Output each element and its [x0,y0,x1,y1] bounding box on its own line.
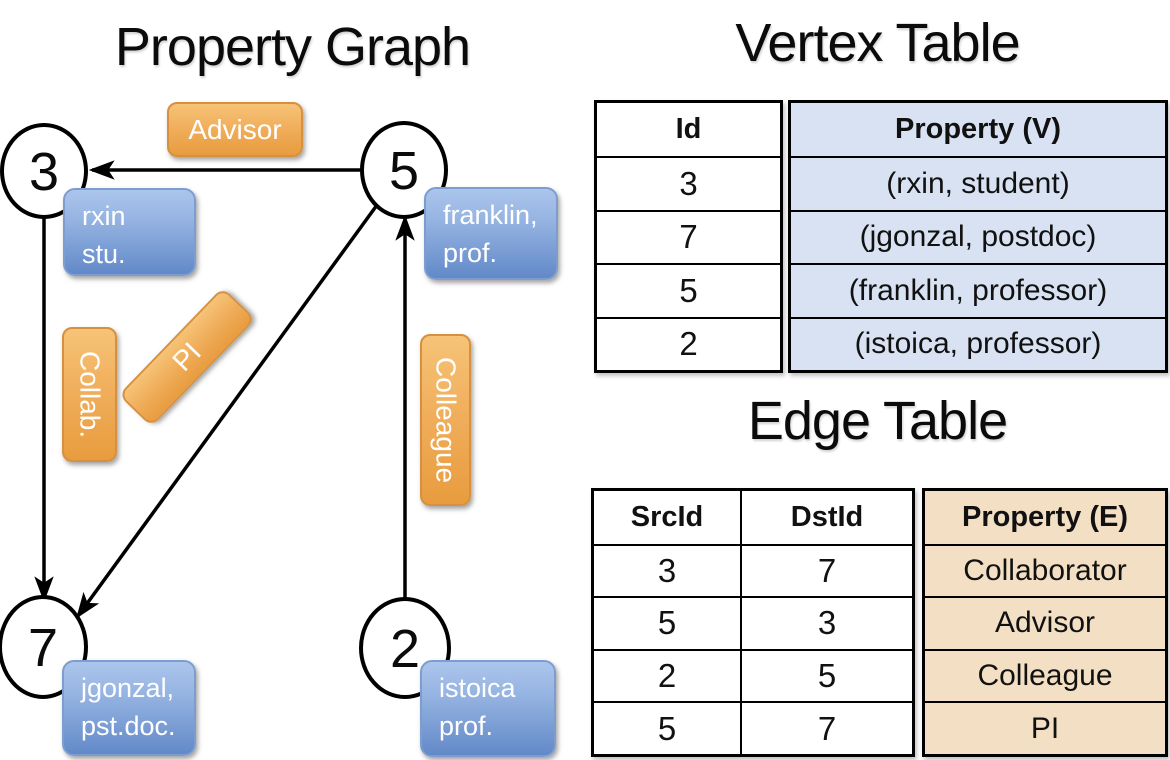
vertex-table-id-cell: 5 [597,263,780,316]
edge-table-header-dstid: DstId [790,500,864,533]
vertex-property-line: istoica [439,673,516,703]
vertex-property-line: prof. [443,238,498,269]
edge-table-dst-cell: 7 [742,543,912,597]
vertex-table-id-cell: 7 [597,209,780,263]
vertex-property-box-3: rxin stu. [63,188,196,276]
vertex-table-header-id: Id [675,113,702,146]
edge-table-header-property: Property (E) [962,500,1128,533]
edge-label-pi-text: PI [166,336,207,377]
vertex-property-line: jgonzal, [81,673,175,703]
edge-table-dst-cell: 7 [742,701,912,754]
vertex-table-property-cell: (franklin, professor) [791,263,1165,316]
edge-table-dst-cell: 3 [742,596,912,649]
vertex-id-7: 7 [28,618,58,678]
vertex-table-id-cell: 3 [597,156,780,209]
vertex-table-property-column: Property (V) (rxin, student) (jgonzal, p… [788,100,1168,373]
vertex-property-line: rxin [82,201,126,231]
vertex-table-property-cell: (rxin, student) [791,156,1165,209]
edge-table-property-cell: Collaborator [925,543,1165,597]
edge-label-advisor-text: Advisor [188,113,282,145]
edge-table-property-cell: Advisor [925,596,1165,649]
edge-table-property-cell: PI [925,701,1165,754]
vertex-property-box-5: franklin, prof. [424,187,558,280]
property-graph-drawing: 3 5 7 2 [0,121,451,699]
vertex-table-header-property: Property (V) [895,113,1061,146]
edge-label-collab: Collab. [62,327,117,462]
edge-table-src-cell: 3 [594,543,742,597]
edge-label-collab-text: Collab. [74,350,106,439]
vertex-table-id-column: Id 3 7 5 2 [594,100,783,373]
edge-table-src-cell: 5 [594,701,742,754]
vertex-property-line: prof. [439,711,494,742]
vertex-table-property-cell: (jgonzal, postdoc) [791,209,1165,263]
edge-table-dst-cell: 5 [742,648,912,702]
edge-table-src-cell: 2 [594,648,742,702]
edge-table-property-cell: Colleague [925,648,1165,702]
vertex-table-title: Vertex Table [735,13,1020,73]
property-graph-title: Property Graph [114,17,471,77]
vertex-property-box-7: jgonzal, pst.doc. [62,660,196,756]
vertex-property-line: pst.doc. [81,711,176,742]
edge-pi-5-to-7 [76,203,379,619]
edge-table-src-cell: 5 [594,596,742,649]
edge-table-src-dst-columns: SrcId DstId 3 7 5 3 2 5 5 7 [591,488,915,757]
edge-label-colleague: Colleague [420,334,471,506]
vertex-table-property-cell: (istoica, professor) [791,316,1165,370]
vertex-property-box-2: istoica prof. [420,660,556,757]
vertex-table-id-cell: 2 [597,316,780,370]
edge-table-header-srcid: SrcId [594,491,742,544]
vertex-id-2: 2 [390,619,420,679]
edge-label-colleague-text: Colleague [430,356,462,484]
vertex-property-line: franklin, [443,200,538,230]
vertex-id-5: 5 [389,141,419,201]
edge-table-property-column: Property (E) Collaborator Advisor Collea… [922,488,1168,757]
vertex-property-line: stu. [82,239,126,270]
edge-table-title: Edge Table [747,391,1008,451]
vertex-id-3: 3 [29,142,59,202]
edge-label-advisor: Advisor [167,102,303,157]
